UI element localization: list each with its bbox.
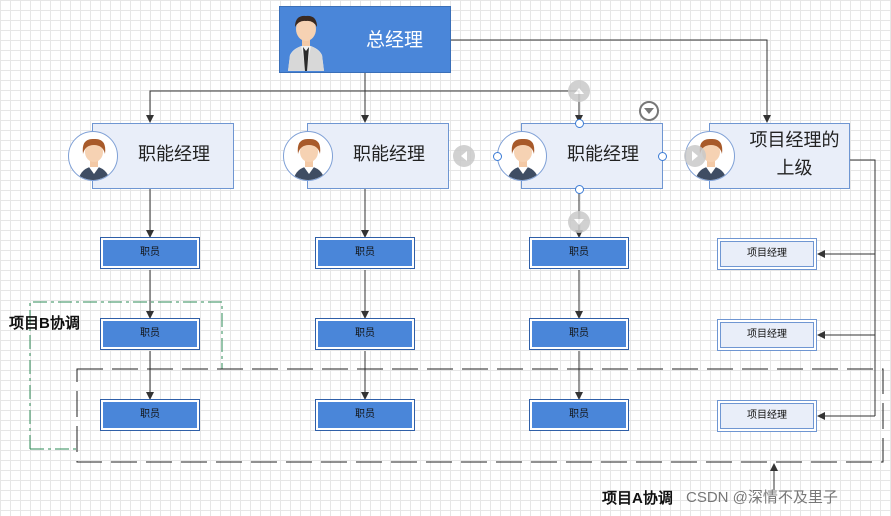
ceo-label: 总经理 bbox=[366, 29, 424, 51]
connection-handle-top[interactable] bbox=[575, 119, 584, 128]
project-manager-box[interactable]: 项目经理 bbox=[717, 238, 817, 270]
connector-ceo-mgr3 bbox=[365, 90, 583, 123]
staff-box[interactable]: 职员 bbox=[529, 237, 629, 269]
ceo-box[interactable]: 总经理 bbox=[279, 6, 451, 73]
connection-handle-left[interactable] bbox=[493, 152, 502, 161]
project-b-group-border bbox=[29, 301, 223, 449]
project-a-group-border bbox=[76, 368, 884, 463]
manager-label: 职能经理 bbox=[353, 144, 425, 165]
staff-label: 职员 bbox=[355, 328, 375, 339]
staff-box[interactable]: 职员 bbox=[100, 237, 200, 269]
manager-label: 职能经理 bbox=[567, 144, 639, 165]
staff-label: 职员 bbox=[569, 328, 589, 339]
staff-label: 职员 bbox=[569, 409, 589, 420]
connection-handle-bottom[interactable] bbox=[575, 185, 584, 194]
project-a-label: 项目A协调 bbox=[602, 490, 673, 507]
staff-box[interactable]: 职员 bbox=[100, 318, 200, 350]
project-manager-label: 项目经理 bbox=[747, 329, 787, 340]
chevron-down-icon[interactable] bbox=[568, 211, 590, 233]
watermark: CSDN @深情不及里子 bbox=[686, 489, 838, 506]
person-female-icon bbox=[497, 131, 547, 181]
supervisor-label: 项目经理的 上级 bbox=[710, 127, 849, 183]
project-manager-box[interactable]: 项目经理 bbox=[717, 319, 817, 351]
staff-box[interactable]: 职员 bbox=[315, 399, 415, 431]
staff-box[interactable]: 职员 bbox=[315, 318, 415, 350]
ceo-connectors bbox=[146, 39, 771, 123]
staff-label: 职员 bbox=[140, 247, 160, 258]
staff-box[interactable]: 职员 bbox=[315, 237, 415, 269]
project-manager-label: 项目经理 bbox=[747, 248, 787, 259]
pm-supervisor-connectors bbox=[817, 159, 876, 420]
person-suit-icon bbox=[282, 11, 330, 71]
staff-label: 职员 bbox=[140, 409, 160, 420]
staff-label: 职员 bbox=[355, 247, 375, 258]
column-connectors bbox=[146, 189, 583, 400]
chevron-right-icon[interactable] bbox=[684, 145, 706, 167]
chevron-left-icon[interactable] bbox=[453, 145, 475, 167]
person-female-icon bbox=[68, 131, 118, 181]
staff-box[interactable]: 职员 bbox=[529, 399, 629, 431]
connector-ceo-mgr1 bbox=[146, 73, 366, 123]
supervisor-label-line2: 上级 bbox=[776, 158, 813, 179]
chevron-up-icon[interactable] bbox=[568, 80, 590, 102]
project-manager-label: 项目经理 bbox=[747, 410, 787, 421]
connector-ceo-mgr4 bbox=[451, 39, 771, 123]
connection-handle-right[interactable] bbox=[658, 152, 667, 161]
staff-label: 职员 bbox=[569, 247, 589, 258]
supervisor-label-line1: 项目经理的 bbox=[749, 130, 840, 151]
person-female-icon bbox=[283, 131, 333, 181]
project-b-label: 项目B协调 bbox=[9, 315, 80, 332]
staff-box[interactable]: 职员 bbox=[529, 318, 629, 350]
dropdown-toggle-icon[interactable] bbox=[638, 100, 660, 122]
staff-label: 职员 bbox=[355, 409, 375, 420]
staff-label: 职员 bbox=[140, 328, 160, 339]
project-manager-box[interactable]: 项目经理 bbox=[717, 400, 817, 432]
manager-label: 职能经理 bbox=[138, 144, 210, 165]
staff-box[interactable]: 职员 bbox=[100, 399, 200, 431]
